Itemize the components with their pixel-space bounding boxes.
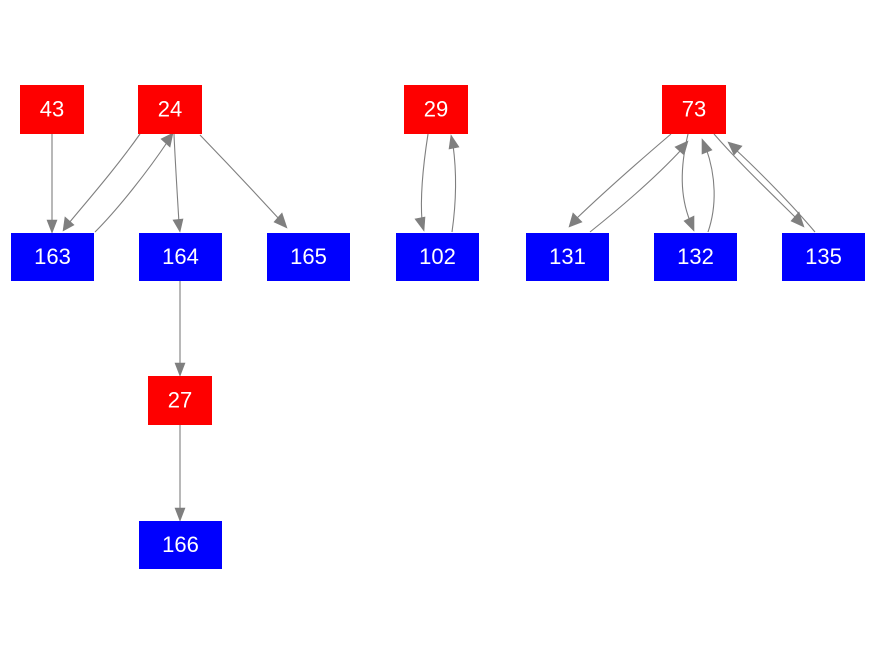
edge-line xyxy=(734,148,816,233)
graph-node-165[interactable]: 165 xyxy=(267,233,350,281)
node-label: 131 xyxy=(549,244,586,269)
edge-line xyxy=(68,133,141,224)
graph-node-43[interactable]: 43 xyxy=(20,85,84,134)
edge-27-to-166 xyxy=(174,425,186,522)
edge-102-to-29 xyxy=(448,134,460,233)
edge-line xyxy=(199,134,281,221)
edge-line xyxy=(173,133,180,224)
edge-163-to-24 xyxy=(94,132,174,233)
edge-73-to-131 xyxy=(568,133,672,228)
arrowhead-icon xyxy=(701,138,713,155)
edge-line xyxy=(589,148,683,233)
arrowhead-icon xyxy=(790,211,805,228)
graph-node-166[interactable]: 166 xyxy=(139,521,222,569)
edge-131-to-73 xyxy=(589,140,689,233)
graph-node-102[interactable]: 102 xyxy=(396,233,479,281)
graph-node-164[interactable]: 164 xyxy=(139,233,222,281)
edges-layer xyxy=(46,132,816,522)
arrowhead-icon xyxy=(683,215,695,232)
node-label: 165 xyxy=(290,244,327,269)
edge-43-to-163 xyxy=(46,134,58,234)
node-box[interactable] xyxy=(11,233,94,281)
node-box[interactable] xyxy=(662,85,726,134)
graph-node-135[interactable]: 135 xyxy=(782,233,865,281)
graph-node-29[interactable]: 29 xyxy=(404,85,468,134)
edge-24-to-165 xyxy=(199,134,288,229)
arrowhead-icon xyxy=(172,218,184,233)
arrowhead-icon xyxy=(727,141,743,156)
edge-73-to-132 xyxy=(681,133,695,232)
edge-132-to-73 xyxy=(701,138,715,233)
edge-24-to-164 xyxy=(172,133,184,233)
node-box[interactable] xyxy=(139,521,222,569)
node-label: 135 xyxy=(805,244,842,269)
edge-24-to-163 xyxy=(62,133,141,232)
arrowhead-icon xyxy=(174,507,186,522)
node-box[interactable] xyxy=(404,85,468,134)
node-label: 73 xyxy=(682,96,706,121)
node-box[interactable] xyxy=(148,376,212,425)
graph-node-131[interactable]: 131 xyxy=(526,233,609,281)
edge-73-to-135 xyxy=(713,133,805,228)
node-label: 164 xyxy=(162,244,199,269)
node-box[interactable] xyxy=(20,85,84,134)
edge-line xyxy=(705,147,715,233)
graph-node-73[interactable]: 73 xyxy=(662,85,726,134)
graph-node-24[interactable]: 24 xyxy=(138,85,202,134)
node-box[interactable] xyxy=(138,85,202,134)
arrowhead-icon xyxy=(174,362,186,377)
node-label: 24 xyxy=(158,96,182,121)
arrowhead-icon xyxy=(568,212,583,228)
node-box[interactable] xyxy=(782,233,865,281)
edge-line xyxy=(575,133,672,220)
edge-29-to-102 xyxy=(414,133,429,232)
arrowhead-icon xyxy=(160,132,174,148)
node-label: 29 xyxy=(424,96,448,121)
edge-line xyxy=(713,133,798,220)
graph-node-27[interactable]: 27 xyxy=(148,376,212,425)
node-label: 163 xyxy=(34,244,71,269)
arrowhead-icon xyxy=(62,216,75,232)
graph-node-163[interactable]: 163 xyxy=(11,233,94,281)
node-label: 132 xyxy=(677,244,714,269)
node-box[interactable] xyxy=(267,233,350,281)
arrowhead-icon xyxy=(273,212,288,229)
node-box[interactable] xyxy=(139,233,222,281)
graph-node-132[interactable]: 132 xyxy=(654,233,737,281)
edge-line xyxy=(451,144,457,233)
arrowhead-icon xyxy=(448,134,460,150)
arrowhead-icon xyxy=(414,216,426,232)
node-box[interactable] xyxy=(654,233,737,281)
edge-line xyxy=(681,133,691,222)
nodes-layer: 43 24 29 73 163 164 165 102 131 132 135 27 166 xyxy=(11,85,865,569)
node-label: 43 xyxy=(40,96,64,121)
edge-line xyxy=(420,133,429,222)
node-box[interactable] xyxy=(396,233,479,281)
edge-line xyxy=(94,140,169,233)
node-box[interactable] xyxy=(526,233,609,281)
node-label: 102 xyxy=(419,244,456,269)
edge-164-to-27 xyxy=(174,281,186,377)
node-label: 27 xyxy=(168,387,192,412)
arrowhead-icon xyxy=(46,219,58,234)
edge-135-to-73 xyxy=(727,141,816,233)
node-label: 166 xyxy=(162,532,199,557)
